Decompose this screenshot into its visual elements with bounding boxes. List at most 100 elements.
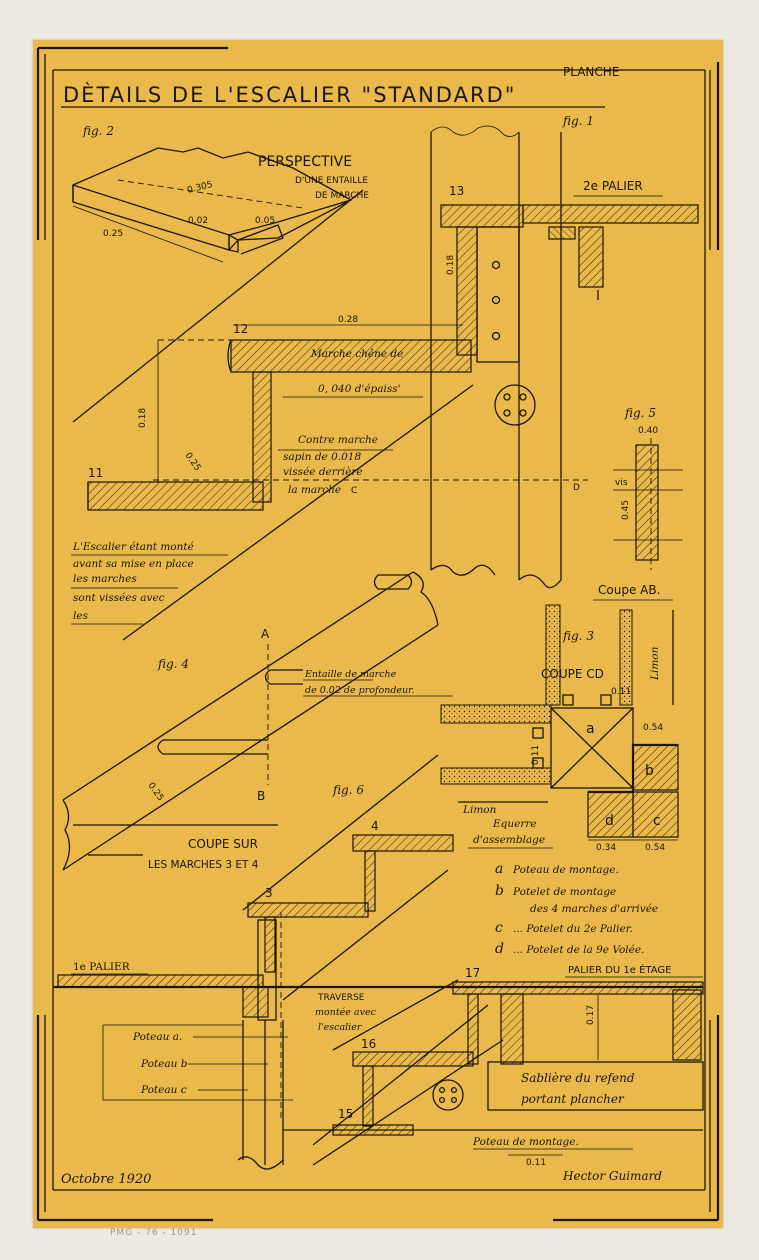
fig1-label: fig. 1: [562, 114, 594, 128]
technical-drawing: PLANCHE DÈTAILS DE L'ESCALIER "STANDARD"…: [36, 46, 720, 1222]
lower-num15: 15: [338, 1107, 353, 1121]
fig2-dim-b: 0.05: [255, 216, 275, 226]
fig1-note1: L'Escalier étant monté: [72, 541, 194, 553]
fig4-label: fig. 4: [157, 657, 189, 671]
fig5-dim-v2: 0.45: [621, 500, 631, 520]
drawing-sheet: PLANCHE DÈTAILS DE L'ESCALIER "STANDARD"…: [33, 40, 723, 1228]
coupe-ab-label: Coupe AB.: [598, 583, 660, 597]
poteau-montage-label: Poteau de montage.: [472, 1136, 579, 1148]
legend-key-1: b: [495, 883, 504, 899]
fig1-section: fig. 1 13 2e PALIER 0.18 12 0.28: [71, 114, 699, 641]
fig2-sub1: D'UNE ENTAILLE: [295, 176, 368, 186]
traverse1: TRAVERSE: [317, 993, 365, 1003]
fig6-num3: 3: [265, 886, 273, 900]
fig1-contre4: la marche: [288, 484, 341, 496]
fig6-label: fig. 6: [332, 783, 364, 797]
traverse3: l'escalier: [318, 1022, 363, 1033]
fig5-label: fig. 5: [624, 406, 656, 420]
legend-text-3: ... Potelet du 2e Palier.: [513, 923, 633, 935]
fig1-c: C: [351, 486, 357, 496]
fig4-dim: 0.25: [146, 781, 166, 803]
lower-num17: 17: [465, 966, 480, 980]
fig1-dim-tread: 0.28: [338, 315, 358, 325]
fig2-perspective: fig. 2 0.305 0.25 0.02 0.05 PERSPECTIVE …: [72, 124, 369, 263]
poteau-c-label: Poteau c: [140, 1084, 187, 1096]
page-title: DÈTAILS DE L'ESCALIER "STANDARD": [63, 82, 516, 107]
fig2-label: fig. 2: [82, 124, 114, 138]
lower-num16: 16: [361, 1037, 376, 1051]
sabliere2: portant plancher: [521, 1092, 625, 1106]
planche-label: PLANCHE: [563, 65, 619, 79]
fig5-dim-top: 0.40: [638, 426, 658, 436]
fig6-coupe1: COUPE SUR: [188, 837, 258, 851]
fig1-palier2: 2e PALIER: [583, 179, 643, 193]
fig1-note2: avant sa mise en place: [73, 558, 194, 570]
fig1-marche2: 0, 040 d'épaiss': [318, 383, 401, 395]
fig3-dim-011: 0.11: [611, 687, 631, 697]
fig3-d: d: [605, 813, 614, 829]
fig3-a: a: [586, 721, 595, 737]
lower-dim-011: 0.11: [526, 1158, 546, 1168]
fig1-contre3: vissée derrière: [283, 466, 363, 478]
signature: Hector Guimard: [562, 1169, 662, 1183]
fig3-dim-011v: 0.11: [531, 745, 541, 765]
fig1-note3: les marches: [73, 573, 137, 585]
poteau-a-label: Poteau a.: [132, 1031, 182, 1043]
fig3-section: Coupe AB. fig. 3 COUPE CD Limon 0.11 a 0…: [440, 583, 679, 853]
legend-text-1: Potelet de montage: [512, 886, 616, 898]
fig3-equerre2: d'assemblage: [473, 834, 545, 846]
fig6-coupe2: LES MARCHES 3 ET 4: [148, 859, 259, 871]
legend-text-4: ... Potelet de la 9e Volée.: [513, 944, 644, 956]
fig1-num13: 13: [449, 184, 464, 198]
fig4-note1: Entaille de marche: [304, 669, 397, 680]
fig1-num12: 12: [233, 322, 248, 336]
fig3-dim-054: 0.54: [643, 723, 663, 733]
fig3-limon-vertical: Limon: [649, 646, 661, 681]
legend-key-3: c: [495, 920, 503, 936]
coupe-cd-label: COUPE CD: [541, 667, 604, 681]
fig5-detail: fig. 5 0.40 vis 0.45: [613, 406, 683, 570]
fig3-b: b: [645, 763, 654, 779]
sabliere1: Sablière du refend: [521, 1071, 635, 1085]
palier1-label: 1e PALIER: [73, 961, 131, 973]
fig4-a: A: [261, 627, 270, 641]
legend-key-4: d: [495, 941, 504, 957]
fig3-dim-034: 0.34: [596, 843, 616, 853]
legend-text-0: Poteau de montage.: [512, 864, 619, 876]
fig1-dim-diag: 0.25: [183, 451, 203, 473]
fig6-section: fig. 6 COUPE SUR LES MARCHES 3 ET 4 4 3: [73, 754, 454, 1120]
fig2-heading: PERSPECTIVE: [258, 154, 352, 170]
fig1-num11: 11: [88, 466, 103, 480]
fig3-label: fig. 3: [562, 629, 594, 643]
fig1-note4: sont vissées avec: [73, 592, 165, 604]
lower-section: 1e PALIER TRAVERSE montée avec l'escalie…: [53, 919, 704, 1187]
fig1-contre2: sapin de 0.018: [283, 451, 361, 463]
legend-text-2: des 4 marches d'arrivée: [530, 903, 658, 915]
fig1-marche1: Marche chêne de: [310, 348, 403, 360]
traverse2: montée avec: [315, 1007, 377, 1018]
legend: a Poteau de montage. b Potelet de montag…: [495, 861, 658, 957]
fig1-contre1: Contre marche: [298, 434, 378, 446]
fig6-num4: 4: [371, 819, 379, 833]
fig5-dim-v1: vis: [615, 478, 628, 488]
fig4-note2: de 0.02 de profondeur.: [305, 685, 415, 696]
poteau-b-label: Poteau b: [140, 1058, 188, 1070]
frame: [36, 46, 720, 1222]
fig1-d: D: [573, 483, 580, 493]
fig4-b: B: [257, 789, 265, 803]
palier-etage-label: PALIER DU 1e ÉTAGE: [568, 963, 671, 976]
fig2-dim-width: 0.25: [103, 229, 123, 239]
fig1-dim-side: 0.18: [446, 255, 456, 275]
legend-key-0: a: [495, 861, 503, 877]
date-label: Octobre 1920: [61, 1172, 151, 1187]
fig3-c: c: [653, 813, 661, 829]
fig3-equerre1: Equerre: [492, 818, 537, 830]
fig1-dim-rise: 0.18: [138, 408, 148, 428]
lower-dim-017: 0.17: [586, 1005, 596, 1025]
fig4-plan: A fig. 4 Entaille de marche de 0.02 de p…: [62, 571, 453, 871]
fig3-limon: Limon: [462, 804, 497, 816]
fig2-dim-a: 0.02: [188, 216, 208, 226]
fig3-dim-054b: 0.54: [645, 843, 665, 853]
fig1-note5: les: [73, 610, 89, 622]
fig2-sub2: DE MARCHE: [315, 191, 369, 201]
